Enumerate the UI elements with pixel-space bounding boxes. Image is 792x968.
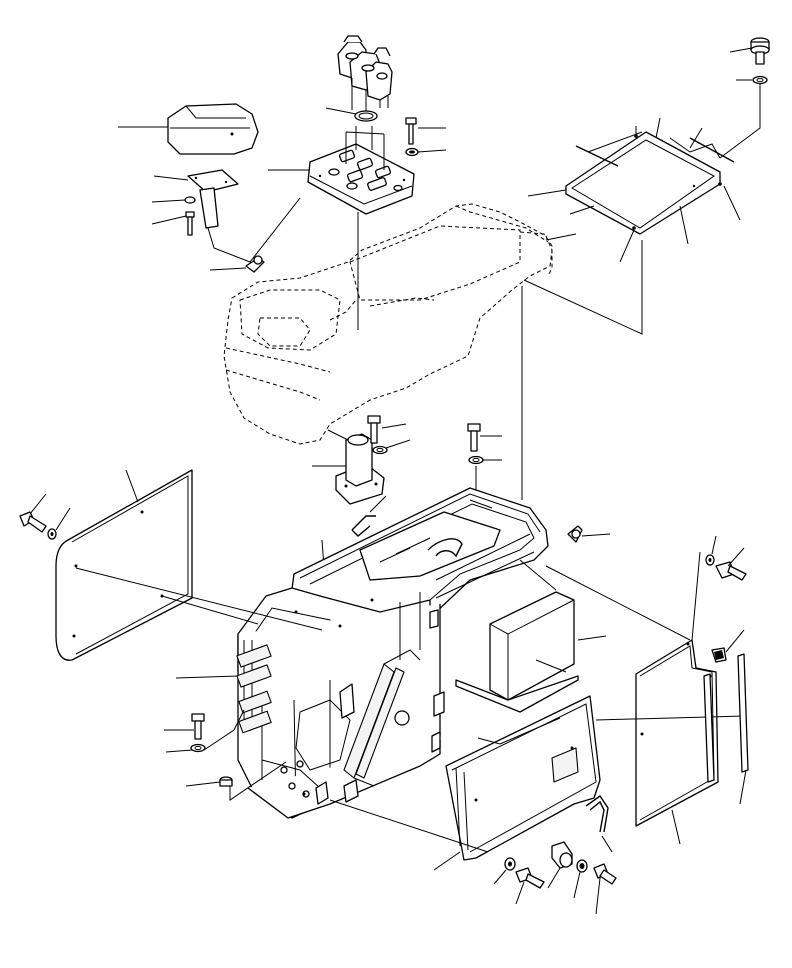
- left-side-panel: [55, 469, 193, 661]
- insulation-block: [455, 591, 579, 713]
- leader-line: [229, 761, 287, 801]
- mounting-bracket: [187, 169, 239, 229]
- leader-line: [175, 675, 239, 679]
- washer: [405, 147, 419, 157]
- nut: [219, 776, 233, 787]
- seal-strip: [689, 137, 735, 163]
- trim-strip: [703, 673, 715, 783]
- seal-ring-inner: [358, 112, 374, 120]
- leader-line: [125, 469, 139, 503]
- leader-line: [719, 84, 761, 159]
- seal-strip: [575, 145, 619, 167]
- leader-line: [577, 635, 607, 641]
- bolt: [19, 511, 47, 533]
- cable-clip: [567, 525, 583, 543]
- bolt: [191, 713, 205, 740]
- screw: [750, 37, 770, 65]
- console-upper-cover: [223, 203, 553, 445]
- leader-line: [725, 629, 745, 653]
- washer: [468, 455, 484, 465]
- trim-strip: [737, 653, 749, 773]
- leader-line: [523, 240, 643, 335]
- leader-line: [385, 439, 411, 449]
- bolt: [367, 415, 381, 444]
- leader-line: [519, 559, 557, 591]
- leader-line: [351, 78, 389, 112]
- leader-line: [153, 175, 189, 181]
- leader-line: [55, 507, 71, 531]
- leader-line: [635, 117, 703, 149]
- washer: [190, 743, 206, 753]
- leader-line: [185, 781, 221, 787]
- leader-line: [29, 493, 47, 515]
- leader-line: [739, 769, 747, 805]
- leader-line: [711, 535, 717, 555]
- leader-line: [671, 809, 681, 845]
- leader-line: [381, 423, 407, 429]
- washer: [504, 857, 516, 871]
- console-base-frame: [236, 487, 549, 819]
- leader-line: [325, 107, 357, 115]
- bolt: [715, 561, 747, 581]
- leader-line: [595, 715, 745, 721]
- leader-line: [601, 835, 613, 853]
- washer: [47, 528, 57, 540]
- leader-line: [161, 595, 259, 625]
- leader-line: [573, 871, 581, 899]
- leader-line: [729, 47, 753, 53]
- leader-line: [151, 215, 187, 225]
- seal-ring: [354, 110, 378, 122]
- leader-line: [515, 881, 525, 905]
- access-cover-plate: [565, 131, 722, 235]
- rubber-hook: [585, 795, 609, 833]
- leader-line: [75, 567, 323, 631]
- bolt: [515, 867, 545, 889]
- bolt: [467, 423, 481, 452]
- leader-line: [691, 551, 701, 641]
- leader-line: [329, 799, 489, 853]
- washer: [576, 859, 588, 873]
- leader-line: [727, 547, 745, 567]
- washer: [705, 554, 715, 566]
- leader-line: [165, 749, 193, 753]
- bolt: [593, 863, 617, 885]
- leader-line: [209, 267, 247, 271]
- spacer: [551, 841, 573, 869]
- leader-line: [581, 533, 611, 537]
- leader-line: [527, 185, 741, 263]
- armrest-pad: [167, 103, 259, 155]
- leader-line: [151, 199, 186, 203]
- panel-clip: [711, 647, 727, 663]
- hose-clip: [245, 255, 265, 273]
- leader-line: [547, 867, 561, 889]
- leader-line: [595, 877, 601, 915]
- bolt: [405, 117, 417, 145]
- leader-line: [545, 565, 691, 641]
- leader-line: [207, 197, 301, 263]
- support-post: [335, 433, 385, 505]
- bolt: [185, 211, 195, 236]
- leader-line: [545, 233, 577, 241]
- switch-panel: [307, 143, 415, 215]
- leader-line: [345, 126, 385, 170]
- wire-hook: [351, 515, 376, 537]
- leader-line: [587, 131, 721, 159]
- front-lower-panel: [445, 695, 601, 861]
- washer: [372, 445, 388, 455]
- leader-line: [203, 709, 245, 751]
- washer: [184, 196, 196, 204]
- switch-cluster: [337, 35, 393, 101]
- leader-line: [433, 851, 461, 871]
- leader-line: [493, 869, 507, 885]
- leader-line: [477, 737, 501, 745]
- washer: [752, 75, 768, 85]
- leader-line: [417, 149, 447, 153]
- leader-line: [369, 495, 387, 513]
